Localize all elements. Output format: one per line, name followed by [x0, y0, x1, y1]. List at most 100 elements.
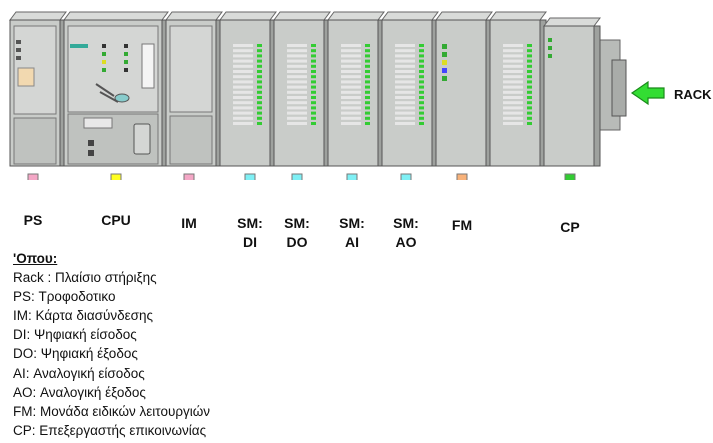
status-led [257, 85, 262, 89]
status-led [257, 64, 262, 68]
legend-title: 'Οπου: [13, 251, 58, 266]
label-strip [395, 75, 415, 79]
label-strip [395, 101, 415, 105]
status-led [257, 116, 262, 120]
status-led [419, 80, 424, 84]
plc-rack-diagram [9, 11, 665, 180]
label-strip [341, 111, 361, 115]
label-strip [287, 80, 307, 84]
status-led [419, 111, 424, 115]
label-strip [503, 101, 523, 105]
status-led [527, 70, 532, 73]
label-strip [503, 64, 523, 68]
status-led [419, 64, 424, 68]
label-strip [233, 101, 253, 105]
legend-item: PS: Τροφοδοτικο [13, 289, 116, 305]
status-led [365, 80, 370, 84]
status-led [365, 64, 370, 68]
status-led [527, 49, 532, 53]
module-label-ao: SM:AO [386, 214, 426, 252]
status-led [365, 111, 370, 115]
label-strip [287, 70, 307, 73]
label-strip [287, 85, 307, 89]
label-strip [233, 116, 253, 120]
module-label-do: SM:DO [277, 214, 317, 252]
module-sm-ao [381, 11, 439, 167]
down-arrow-icon [346, 173, 358, 180]
module-im [165, 11, 223, 167]
status-led [527, 101, 532, 105]
module-sm-ai [327, 11, 385, 167]
module-fm [435, 11, 493, 167]
status-led [419, 85, 424, 89]
status-led [527, 64, 532, 68]
module-label-di: SM:DI [230, 214, 270, 252]
label-strip [287, 122, 307, 125]
label-strip [233, 111, 253, 115]
status-led [365, 49, 370, 53]
status-led [527, 75, 532, 79]
down-arrow-icon [110, 173, 122, 180]
module-label-ai: SM:AI [332, 214, 372, 252]
legend-item: CP: Επεξεργαστής επικοινωνίας [13, 422, 207, 438]
status-led [311, 122, 316, 125]
label-strip [395, 122, 415, 125]
module-label-line1: IM [181, 215, 197, 231]
label-strip [503, 80, 523, 84]
status-led [311, 64, 316, 68]
label-strip [395, 85, 415, 89]
module-label-line1: PS [23, 212, 43, 228]
status-led [419, 54, 424, 58]
module-ps [9, 11, 67, 167]
label-strip [287, 111, 307, 115]
label-strip [341, 96, 361, 99]
status-led [365, 122, 370, 125]
label-strip [503, 106, 523, 110]
status-led [527, 122, 532, 125]
down-arrow-icon [183, 173, 195, 180]
status-led [365, 96, 370, 99]
down-arrow-icon [564, 173, 576, 180]
label-strip [503, 111, 523, 115]
legend-item: DO: Ψηφιακή έξοδος [13, 346, 138, 362]
status-led [365, 54, 370, 58]
label-strip [503, 70, 523, 73]
label-strip [341, 54, 361, 58]
module-label-cp: CP [550, 218, 590, 237]
status-led [257, 70, 262, 73]
legend-item: IM: Κάρτα διασύνδεσης [13, 308, 153, 324]
status-led [419, 106, 424, 110]
label-strip [503, 122, 523, 125]
module-sm-do [273, 11, 331, 167]
label-strip [341, 44, 361, 47]
status-led [257, 111, 262, 115]
status-led [257, 80, 262, 84]
label-strip [503, 85, 523, 89]
label-strip [503, 44, 523, 47]
label-strip [341, 101, 361, 105]
module-label-line1: CP [560, 219, 580, 235]
label-strip [395, 59, 415, 63]
module-label-line1: SM: [284, 215, 310, 231]
module-label-fm: FM [442, 216, 482, 235]
label-strip [341, 49, 361, 53]
module-arrows [27, 173, 576, 180]
status-led [527, 111, 532, 115]
status-led [527, 90, 532, 94]
label-strip [341, 75, 361, 79]
module-label-line1: SM: [393, 215, 419, 231]
label-strip [287, 44, 307, 47]
rail-end-bracket [611, 59, 627, 117]
status-led [365, 59, 370, 63]
label-strip [233, 64, 253, 68]
module-sm-di [219, 11, 277, 167]
status-led [311, 44, 316, 47]
label-strip [341, 59, 361, 63]
label-strip [233, 49, 253, 53]
down-arrow-icon [400, 173, 412, 180]
module-cpu [63, 11, 169, 167]
module-label-line2: DI [243, 234, 257, 250]
status-led [365, 75, 370, 79]
